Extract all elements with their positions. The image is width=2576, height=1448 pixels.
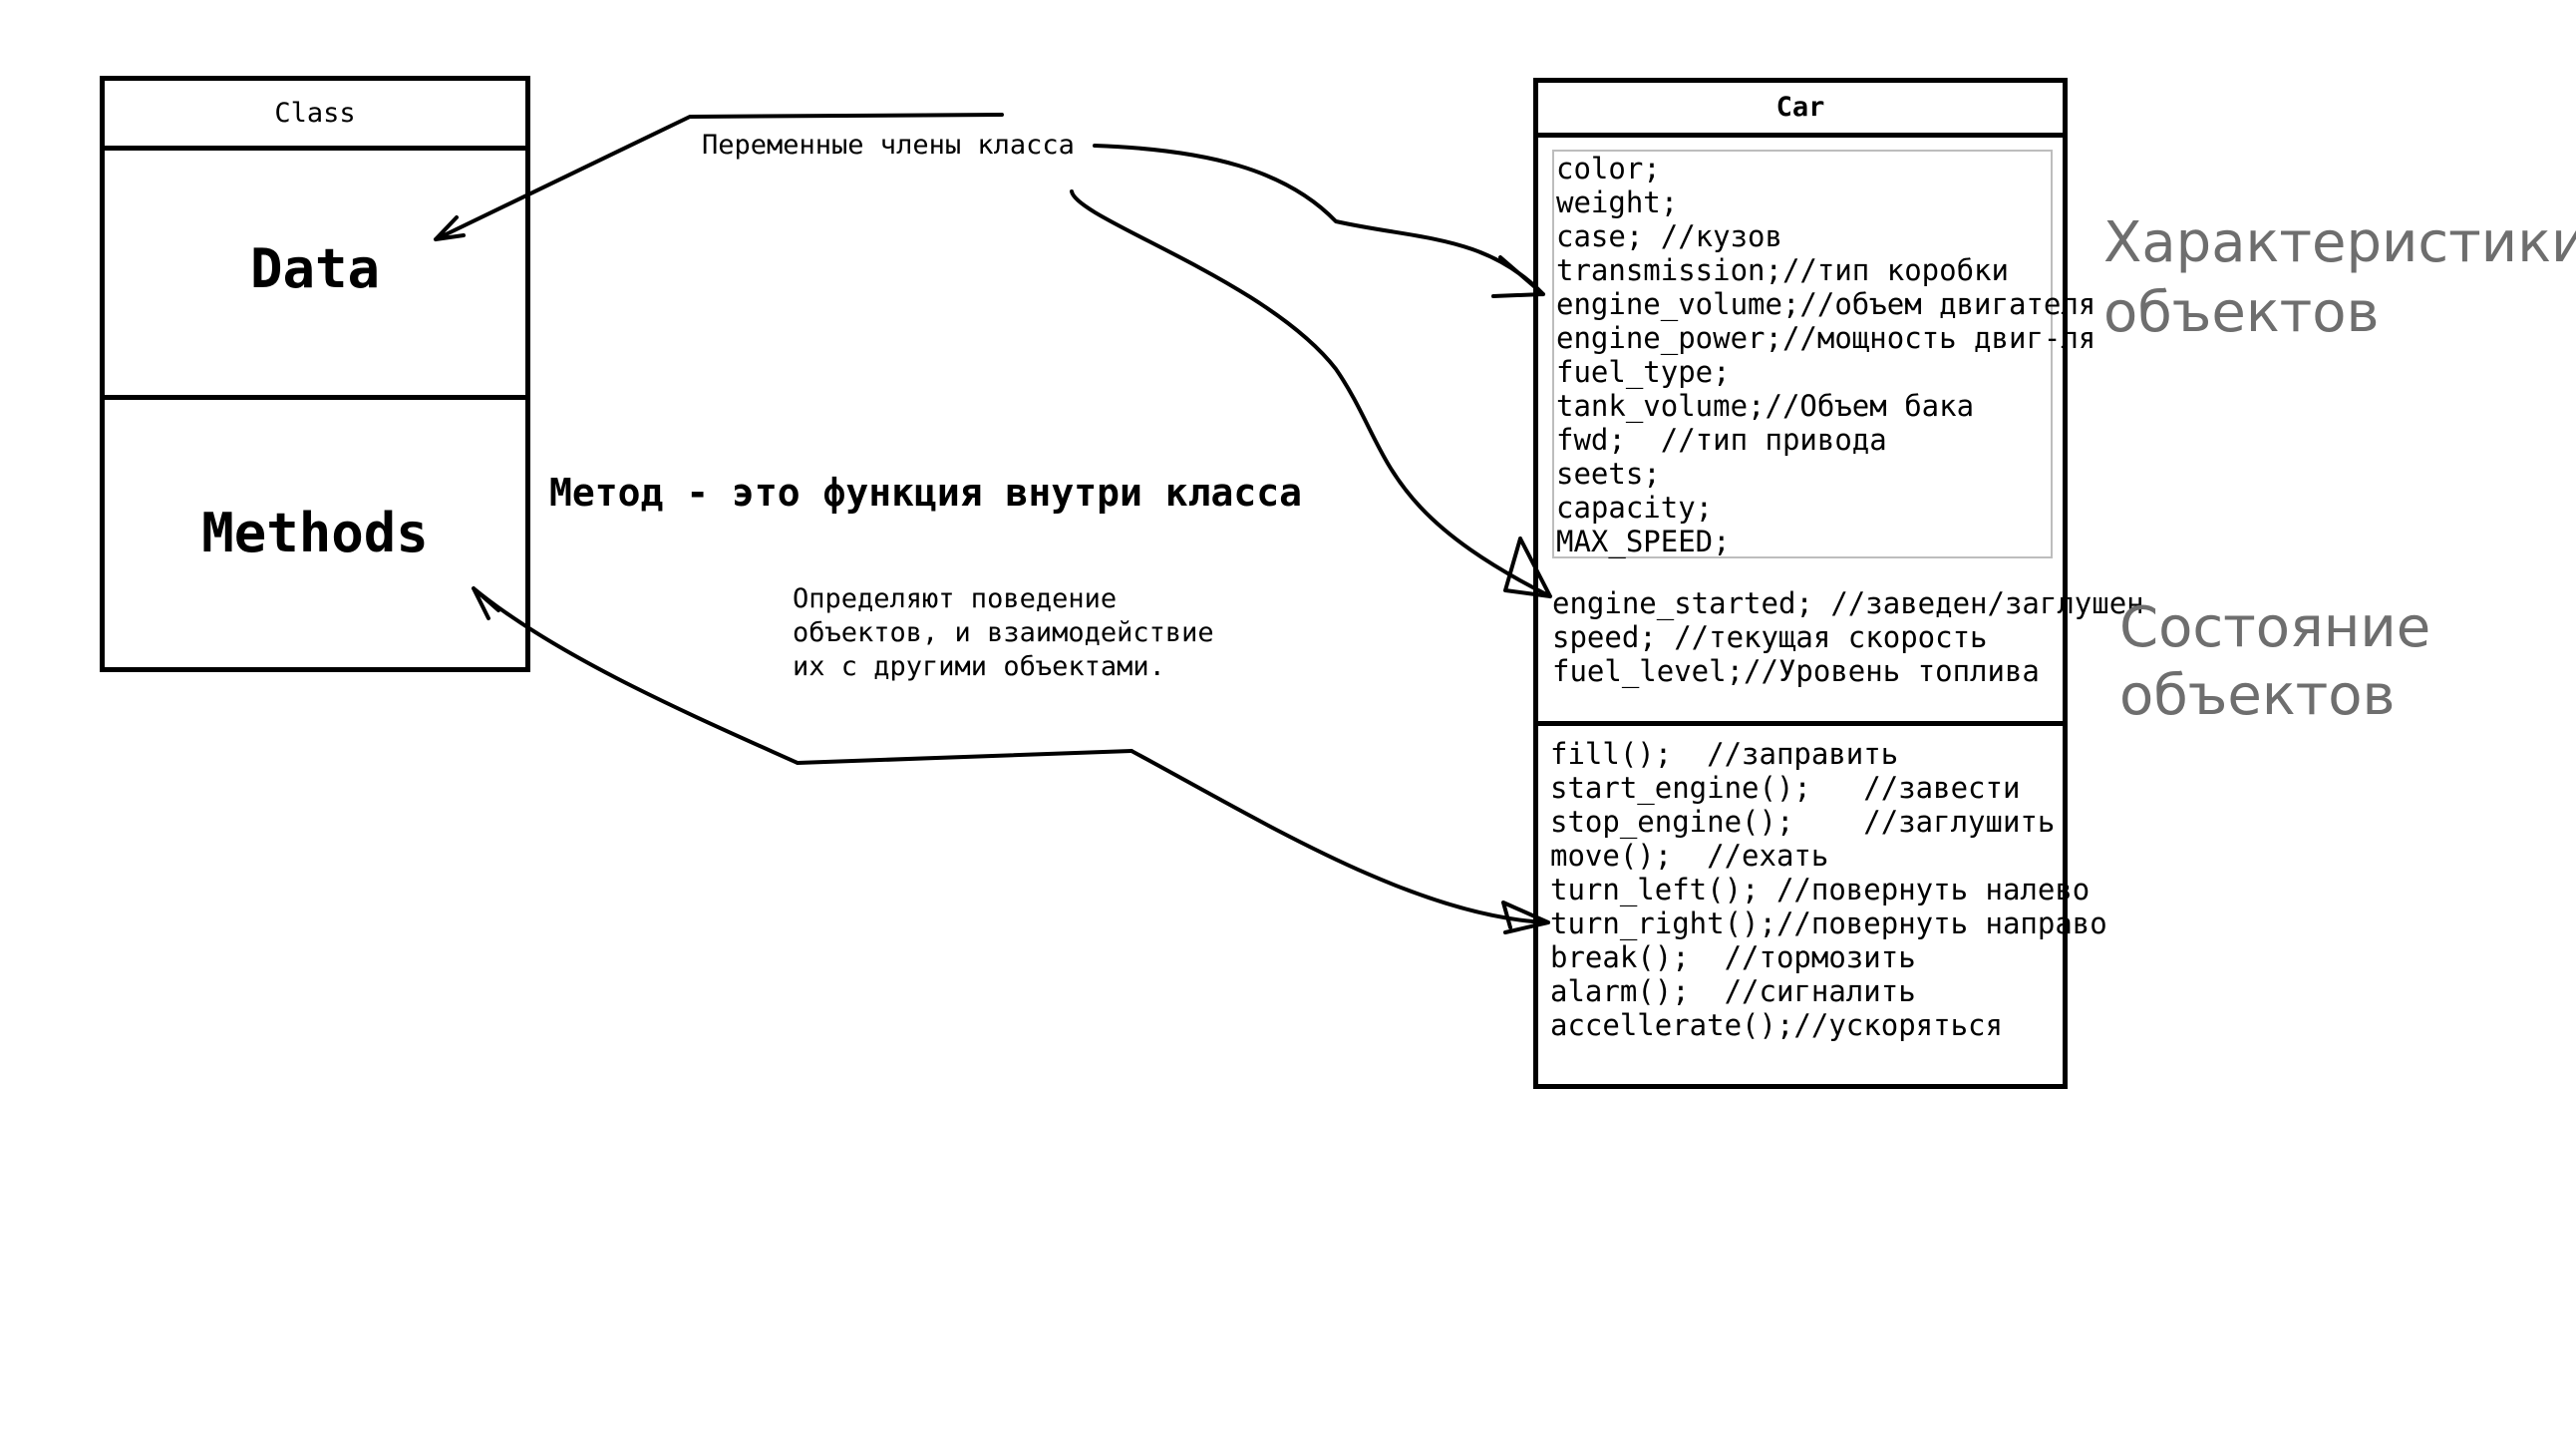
- car-property: weight;: [1556, 185, 1679, 219]
- car-method: break(); //тормозить: [1550, 940, 1916, 974]
- car-method: fill(); //заправить: [1550, 737, 1899, 771]
- method-definition-note: Метод - это функция внутри класса: [549, 471, 1302, 515]
- car-property: color;: [1556, 152, 1661, 185]
- car-property: case; //кузов: [1556, 219, 1782, 253]
- behavior-note-line-1: Определяют поведение: [793, 583, 1118, 614]
- car-property: engine_volume;//объем двигателя: [1556, 287, 2096, 321]
- member-variables-note: Переменные члены класса: [702, 130, 1075, 161]
- class-box: Class Data Methods: [100, 76, 530, 672]
- car-property: fuel_type;: [1556, 355, 1731, 389]
- car-method: turn_right();//повернуть направо: [1550, 906, 2107, 940]
- car-property: capacity;: [1556, 491, 1714, 525]
- car-property: seets;: [1556, 457, 1661, 491]
- car-method: turn_left(); //повернуть налево: [1550, 873, 2091, 906]
- car-properties-frame: color; weight; case; //кузов transmissio…: [1552, 150, 2095, 558]
- car-method: move(); //ехать: [1550, 839, 1829, 873]
- class-methods-section: Methods: [201, 502, 429, 564]
- characteristics-label-line-1: Характеристики: [2103, 210, 2576, 275]
- arrow-to-properties: [1093, 144, 1545, 298]
- state-label-line-1: Состояние: [2119, 595, 2431, 660]
- car-method: start_engine(); //завести: [1550, 771, 2021, 805]
- car-property: MAX_SPEED;: [1556, 525, 1731, 558]
- characteristics-label-line-2: объектов: [2103, 280, 2380, 345]
- car-property: tank_volume;//Объем бака: [1556, 389, 1975, 423]
- car-method: stop_engine(); //заглушить: [1550, 805, 2056, 839]
- car-property: transmission;//тип коробки: [1556, 253, 2009, 287]
- car-method: accellerate();//ускоряться: [1550, 1008, 2003, 1042]
- arrow-to-data: [434, 113, 1004, 241]
- state-label-line-2: объектов: [2119, 663, 2396, 728]
- car-state-line: fuel_level;//Уровень топлива: [1552, 654, 2040, 688]
- car-state-line: engine_started; //заведен/заглушен: [1552, 586, 2144, 620]
- car-state-line: speed; //текущая скорость: [1552, 620, 1988, 654]
- car-class-title: Car: [1538, 83, 2063, 138]
- car-property: engine_power;//мощность двиг-ля: [1556, 321, 2096, 355]
- behavior-note-line-3: их с другими объектами.: [793, 651, 1165, 682]
- car-class-box: Car color; weight; case; //кузов transmi…: [1533, 78, 2144, 1089]
- car-methods-divider: [1538, 721, 2063, 726]
- arrow-to-methods: [472, 586, 1133, 765]
- behavior-note-line-2: объектов, и взаимодействие: [793, 617, 1214, 648]
- car-property: fwd; //тип привода: [1556, 423, 1887, 457]
- car-method: alarm(); //сигналить: [1550, 974, 1916, 1008]
- class-box-title: Class: [105, 81, 525, 151]
- arrow-to-car-methods: [1129, 749, 1550, 934]
- class-data-section: Data: [105, 151, 525, 400]
